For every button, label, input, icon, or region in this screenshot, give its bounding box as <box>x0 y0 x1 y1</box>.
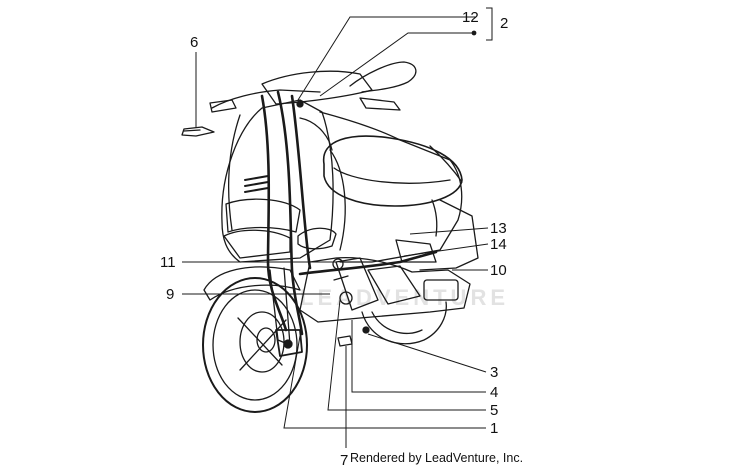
front-shield <box>221 99 334 263</box>
part-5-grommet <box>339 291 353 305</box>
part-12-connector <box>296 100 304 108</box>
callout-12: 12 <box>462 9 479 26</box>
part-3-bolt <box>362 326 370 334</box>
part-11-connector <box>332 258 344 270</box>
part-7-clip <box>337 335 353 347</box>
callout-1: 1 <box>490 420 498 437</box>
front-fork <box>269 267 303 357</box>
callout-4: 4 <box>490 384 498 401</box>
headlight <box>225 198 337 250</box>
render-credit: Rendered by LeadVenture, Inc. <box>350 451 524 465</box>
handlebars <box>209 61 417 113</box>
front-wheel <box>202 277 308 413</box>
callout-6: 6 <box>190 34 198 51</box>
callout-13: 13 <box>490 220 507 237</box>
rear-wheel <box>361 301 447 345</box>
callout-2: 2 <box>500 15 508 32</box>
rear-body <box>419 199 479 271</box>
part-6-sticker <box>181 126 215 137</box>
seat <box>322 135 463 207</box>
watermark-text: LEADVENTURE <box>300 285 509 310</box>
front-fender <box>203 266 301 301</box>
leader-dot-2 <box>471 30 477 36</box>
callout-11: 11 <box>160 254 176 271</box>
wiring-harness <box>260 90 438 336</box>
callout-3: 3 <box>490 364 498 381</box>
callout-7: 7 <box>340 452 348 469</box>
callout-labels: 12 2 6 11 9 13 14 10 3 4 5 1 7 <box>160 9 508 469</box>
leader-lines <box>182 7 493 448</box>
watermark: LEADVENTURE <box>300 285 509 310</box>
callout-9: 9 <box>166 286 174 303</box>
engine-assembly <box>299 239 471 323</box>
callout-10: 10 <box>490 262 507 279</box>
callout-5: 5 <box>490 402 498 419</box>
body-side <box>299 111 463 263</box>
callout-14: 14 <box>490 236 507 253</box>
scooter-illustration <box>181 61 479 413</box>
